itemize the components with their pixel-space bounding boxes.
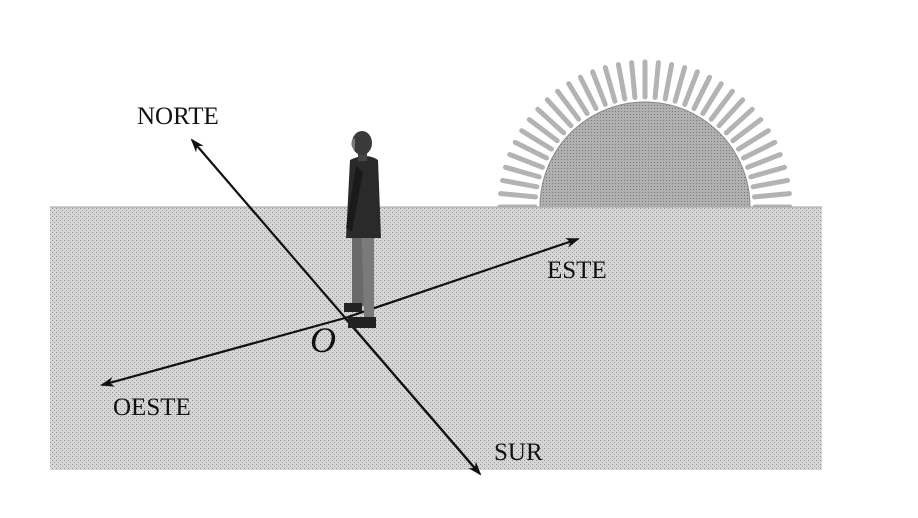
sun-ray — [745, 152, 783, 170]
sun-ray — [700, 81, 724, 116]
sun-ray — [498, 191, 538, 200]
sun-ray — [708, 88, 735, 122]
east-west-axis — [344, 237, 580, 320]
sun-ray — [652, 60, 661, 100]
sun-ray — [672, 65, 688, 104]
sun-ray — [535, 106, 567, 136]
sun-ray — [503, 164, 542, 180]
south-label: SUR — [494, 439, 543, 466]
south-arrow — [344, 317, 482, 476]
sun-ray — [750, 177, 790, 190]
sun-ray — [615, 62, 628, 102]
east-label: ESTE — [547, 257, 607, 284]
sun-ray — [691, 74, 713, 111]
sun-ray — [566, 81, 590, 116]
sun-ray — [730, 117, 764, 144]
west-arrow — [100, 316, 346, 387]
sun-ray — [602, 65, 618, 104]
sun-ray — [512, 139, 549, 161]
sun-ray — [629, 60, 638, 100]
north-label: NORTE — [137, 103, 219, 130]
sun-ray — [519, 128, 554, 152]
sun-ray — [526, 117, 560, 144]
sun-ray — [507, 152, 545, 170]
sun-rays — [497, 59, 793, 210]
sun-ray — [748, 164, 787, 180]
sun-rising-icon — [539, 101, 751, 208]
sun-ray — [577, 74, 599, 111]
origin-label: O — [310, 320, 336, 360]
sun-ray — [682, 69, 700, 107]
sun-ray — [741, 139, 778, 161]
sun-ray — [590, 69, 608, 107]
ground-plane — [50, 207, 822, 470]
sun-ray — [716, 97, 746, 129]
sun-ray — [662, 62, 675, 102]
west-label: OESTE — [113, 394, 191, 421]
sun-ray — [736, 128, 771, 152]
sun-ray — [500, 177, 540, 190]
sun-ray — [752, 191, 792, 200]
sun-ray — [723, 106, 755, 136]
sun-ray — [555, 88, 582, 122]
sun-ray — [544, 97, 574, 129]
person-figure-icon — [344, 131, 381, 328]
